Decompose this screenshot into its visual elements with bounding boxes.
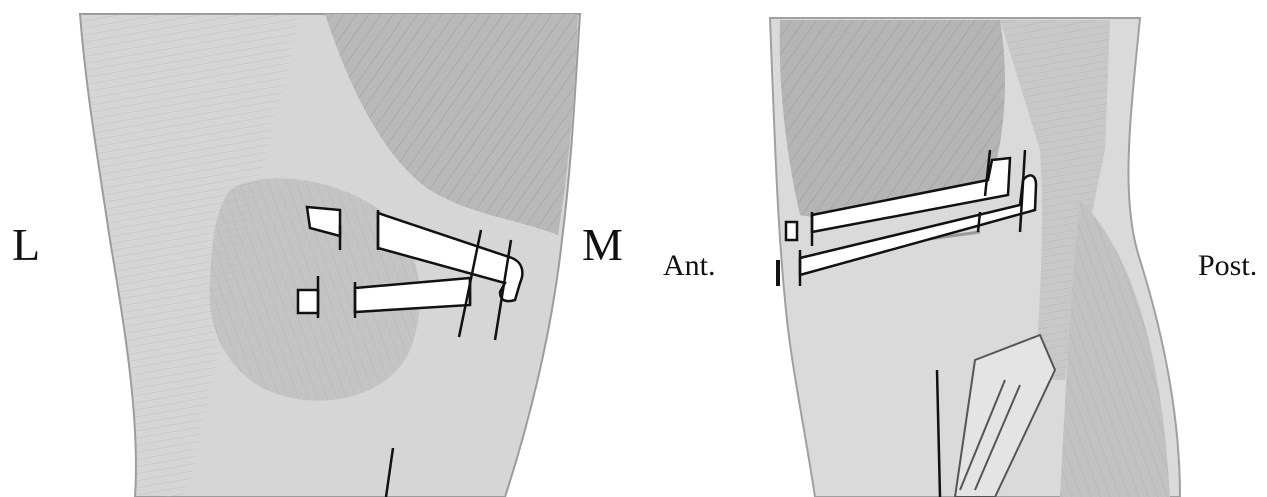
label-medial: M [582,222,623,268]
label-lateral: L [12,222,40,268]
label-anterior: Ant. [663,251,716,281]
label-posterior: Post. [1198,251,1257,281]
anterior-knee-view [80,14,580,497]
medial-knee-view [770,18,1180,497]
